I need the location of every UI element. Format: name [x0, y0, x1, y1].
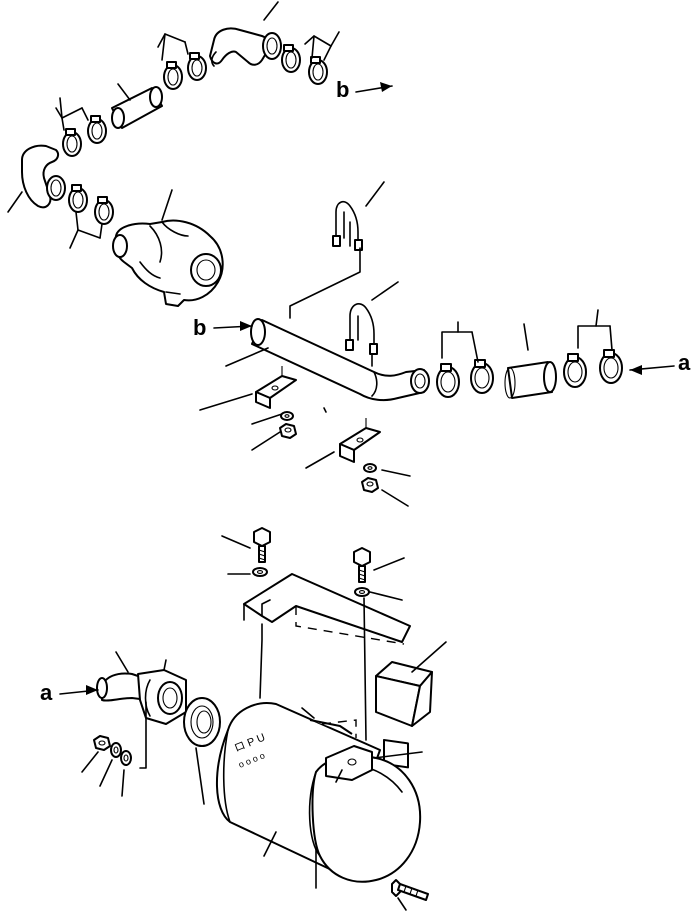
- washer: [280, 411, 294, 421]
- hose-clamp: [68, 184, 88, 213]
- leader-lines-middle: [199, 181, 613, 507]
- hose-clamp: [563, 353, 587, 388]
- band-clamp: [325, 745, 373, 783]
- leader-lines-lower: [81, 535, 447, 911]
- callout-a-left: a: [40, 680, 99, 705]
- u-bolt: [332, 200, 363, 251]
- air-cleaner-assembly: ロ P U ο ο ο ο: [40, 527, 447, 911]
- gasket: [183, 697, 221, 747]
- callout-b-pipe: b: [193, 315, 253, 340]
- hex-nut: [361, 477, 379, 493]
- straight-hose: [111, 86, 163, 129]
- hex-nut: [279, 423, 297, 439]
- mounting-plate: [243, 573, 411, 645]
- svg-text:b: b: [193, 315, 206, 340]
- elbow-hose-left: [21, 144, 66, 209]
- leader-lines-upper: [7, 1, 340, 249]
- turbocharger: [112, 219, 224, 307]
- rubber-mount: [375, 661, 433, 769]
- hose-clamp: [281, 44, 301, 73]
- hex-bolt: [253, 527, 271, 563]
- hose-clamp: [62, 128, 82, 157]
- hose-clamp: [470, 359, 494, 394]
- upper-hose-assembly: b: [7, 1, 393, 307]
- intake-pipe: [250, 318, 430, 402]
- washer: [354, 587, 370, 597]
- washer: [252, 567, 268, 577]
- mounting-bracket: [255, 366, 297, 409]
- hose-clamp: [87, 115, 107, 144]
- hose-clamp: [308, 56, 328, 85]
- u-bolt: [345, 303, 378, 355]
- intake-pipe-assembly: b a: [193, 181, 691, 507]
- svg-text:a: a: [40, 680, 53, 705]
- washer: [363, 463, 377, 473]
- hex-bolt: [353, 547, 371, 583]
- hose-clamp: [599, 349, 623, 384]
- short-hose: [504, 361, 557, 399]
- flat-washer: [120, 750, 132, 766]
- inlet-elbow: [96, 659, 187, 725]
- hose-clamp: [163, 61, 183, 90]
- hose-clamp: [187, 52, 207, 81]
- svg-text:a: a: [678, 350, 691, 375]
- hose-clamp: [94, 196, 114, 225]
- svg-text:b: b: [336, 77, 349, 102]
- callout-b-upper: b: [336, 77, 393, 102]
- elbow-hose-top: [209, 27, 282, 67]
- hose-clamp: [436, 363, 460, 398]
- callout-a-right: a: [629, 350, 691, 375]
- mounting-bracket: [339, 418, 381, 463]
- hex-nut: [93, 735, 111, 751]
- hex-bolt: [391, 879, 429, 901]
- lock-washer: [110, 742, 122, 758]
